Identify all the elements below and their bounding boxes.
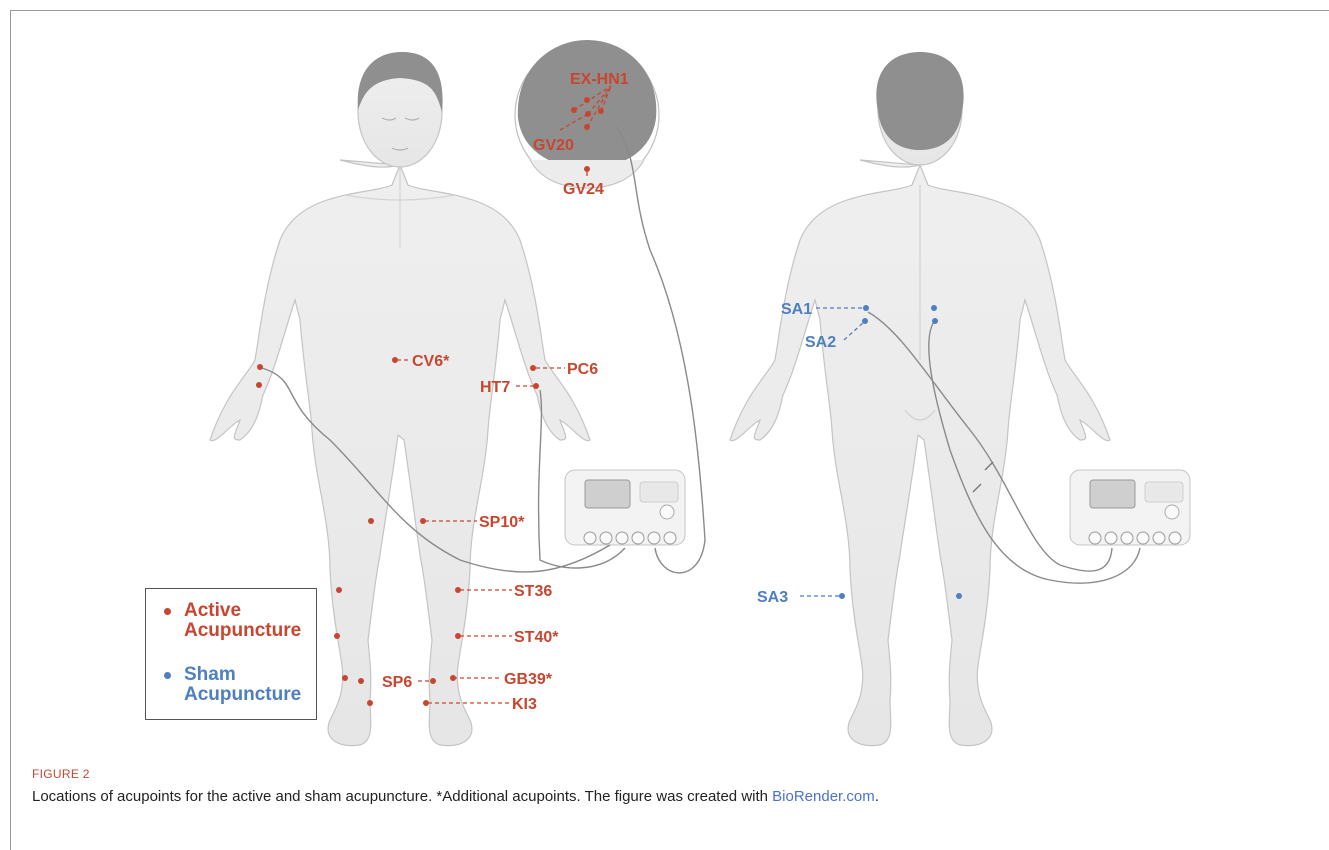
label-cv6: CV6* <box>412 353 450 370</box>
ex-hn1-dot <box>598 108 604 114</box>
ex-hn1-dot <box>571 107 577 113</box>
gb39-dot <box>450 675 456 681</box>
legend-sham-dot <box>164 672 171 679</box>
label-sa2: SA2 <box>805 334 836 351</box>
sa1-dot-right <box>931 305 937 311</box>
label-sa1: SA1 <box>781 301 812 318</box>
sa2-dot-right <box>932 318 938 324</box>
sp10-dot-right <box>368 518 374 524</box>
ht7-dot <box>533 383 539 389</box>
sa3-dot-right <box>956 593 962 599</box>
sp10-dot <box>420 518 426 524</box>
legend: Active Acupuncture Sham Acupuncture <box>145 588 317 720</box>
gv20-dot <box>585 111 591 117</box>
legend-active-dot <box>164 608 171 615</box>
st40-dot <box>455 633 461 639</box>
gb39-dot-right <box>342 675 348 681</box>
cv6-dot <box>392 357 398 363</box>
gv24-dot <box>584 166 590 172</box>
st40-dot-right <box>334 633 340 639</box>
label-ex-hn1: EX-HN1 <box>570 71 629 88</box>
legend-sham-label: Sham Acupuncture <box>184 665 324 705</box>
ex-hn1-dot <box>584 124 590 130</box>
st36-dot <box>455 587 461 593</box>
caption-text: Locations of acupoints for the active an… <box>32 788 772 805</box>
back-hair <box>876 52 963 150</box>
ex-hn1-dot <box>584 97 590 103</box>
ki3-dot <box>423 700 429 706</box>
label-gv24: GV24 <box>563 181 604 198</box>
figure-caption: Locations of acupoints for the active an… <box>32 788 879 805</box>
wrist-dot <box>257 364 263 370</box>
biorender-link[interactable]: BioRender.com <box>772 788 875 805</box>
wrist-dot <box>256 382 262 388</box>
back-stimulator <box>1070 470 1190 545</box>
back-body <box>730 55 1110 746</box>
legend-active-label: Active Acupuncture <box>184 601 324 641</box>
label-gb39: GB39* <box>504 671 553 688</box>
sa2-dot <box>862 318 868 324</box>
sp6-dot-right <box>358 678 364 684</box>
label-ki3: KI3 <box>512 696 537 713</box>
label-sa3: SA3 <box>757 589 788 606</box>
figure-caption-title: FIGURE 2 <box>32 767 90 781</box>
label-ht7: HT7 <box>480 379 510 396</box>
label-sp10: SP10* <box>479 514 525 531</box>
caption-end: . <box>875 788 879 805</box>
sa3-dot <box>839 593 845 599</box>
label-gv20: GV20 <box>533 137 574 154</box>
label-pc6: PC6 <box>567 361 598 378</box>
sp6-dot <box>430 678 436 684</box>
label-st36: ST36 <box>514 583 552 600</box>
pc6-dot <box>530 365 536 371</box>
label-st40: ST40* <box>514 629 559 646</box>
sa1-dot <box>863 305 869 311</box>
front-stimulator <box>565 470 685 545</box>
st36-dot-right <box>336 587 342 593</box>
ki3-dot-right <box>367 700 373 706</box>
label-sp6: SP6 <box>382 674 412 691</box>
